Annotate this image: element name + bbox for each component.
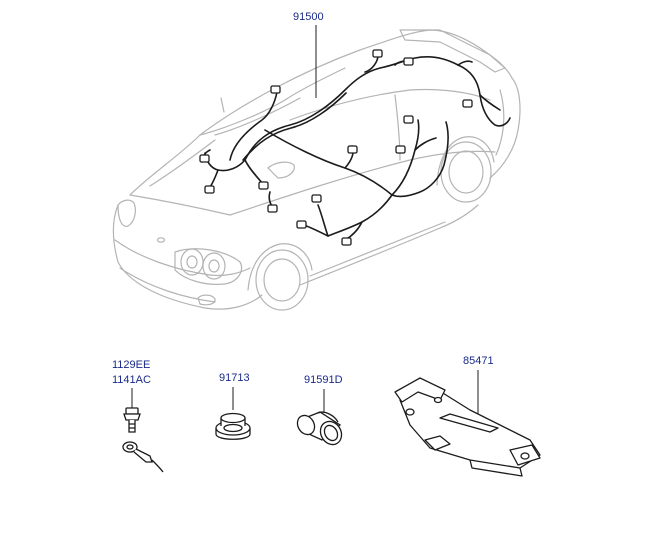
label-1141ac: 1141AC <box>112 374 151 386</box>
connector <box>199 154 210 163</box>
connector <box>258 181 269 190</box>
connector <box>296 220 307 229</box>
label-1129ee: 1129EE <box>112 359 150 371</box>
connector <box>395 145 406 154</box>
connector <box>372 49 383 58</box>
harness-connectors <box>199 49 473 246</box>
connector <box>267 204 278 213</box>
connector <box>311 194 322 203</box>
plug-part <box>296 411 343 446</box>
ground-terminal-part <box>122 441 164 473</box>
connector <box>204 185 215 194</box>
connector <box>462 99 473 108</box>
connector <box>347 145 358 154</box>
label-91713: 91713 <box>219 372 250 384</box>
connector <box>341 237 352 246</box>
label-91500: 91500 <box>293 11 324 23</box>
grommet-part <box>215 412 251 440</box>
connector <box>403 115 414 124</box>
connector <box>270 85 281 94</box>
bolt-part <box>123 407 141 433</box>
connector <box>403 57 414 66</box>
bracket-part <box>394 377 541 477</box>
label-85471: 85471 <box>463 355 494 367</box>
label-91591d: 91591D <box>304 374 343 386</box>
car-outline <box>112 29 521 311</box>
